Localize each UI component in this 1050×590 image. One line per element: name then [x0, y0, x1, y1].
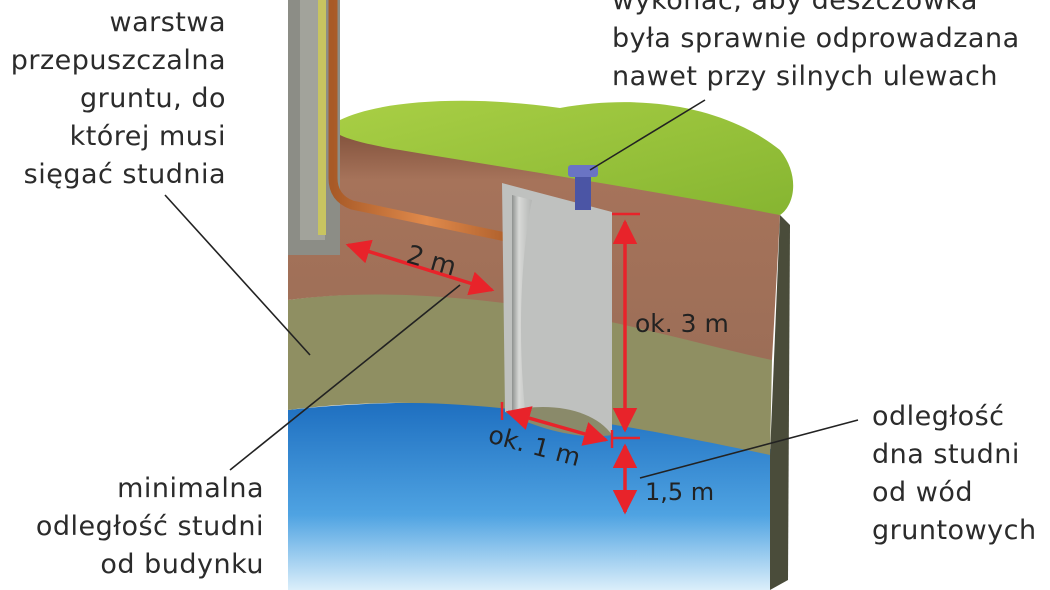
groundwater-layer	[288, 402, 772, 590]
dim-bottom-to-water: 1,5 m	[645, 478, 714, 506]
label-groundwater-distance: odległość dna studni od wód gruntowych	[872, 401, 1037, 546]
well-shaft	[502, 183, 612, 435]
block-side-edge	[770, 215, 790, 590]
label-outlet-note: wykonać, aby deszczówka była sprawnie od…	[612, 0, 1020, 92]
label-permeable-layer: warstwa przepuszczalna gruntu, do której…	[10, 7, 226, 190]
leader-outlet	[589, 99, 706, 171]
dim-well-depth: ok. 3 m	[635, 309, 729, 338]
well-inner-wall	[512, 195, 532, 410]
grass-surface	[340, 100, 794, 215]
leader-groundwater	[639, 419, 859, 479]
outlet-pipe	[575, 170, 591, 210]
rainwater-pipe	[328, 0, 525, 245]
leader-min-distance	[229, 284, 461, 471]
outlet-cap	[568, 165, 598, 177]
leader-permeable	[164, 194, 311, 356]
label-min-distance: minimalna odległość studni od budynku	[35, 473, 264, 580]
arrow-well-diameter	[505, 406, 609, 446]
arrow-building-distance	[345, 239, 495, 296]
downpipe-channel	[318, 0, 326, 235]
